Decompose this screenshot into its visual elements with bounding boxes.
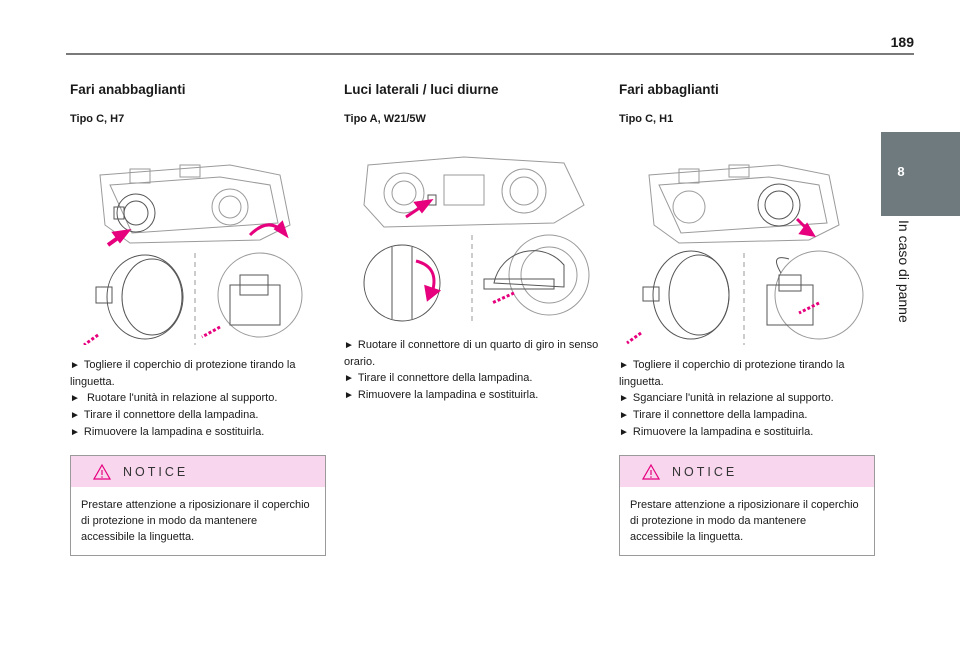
section-side-lights: Luci laterali / luci diurne Tipo A, W21/… (344, 82, 600, 404)
arrow-icon: ► (344, 373, 354, 384)
section-subtitle: Tipo C, H7 (70, 113, 125, 125)
arrow-icon: ► (619, 427, 629, 438)
arrow-icon: ► (70, 360, 80, 371)
instruction-step: ►Togliere il coperchio di protezione tir… (70, 357, 326, 390)
step-text: Sganciare l'unità in relazione al suppor… (632, 392, 834, 404)
step-text: Ruotare l'unità in relazione al supporto… (83, 392, 278, 404)
notice-box: NOTICE Prestare attenzione a riposiziona… (70, 455, 326, 556)
notice-box: NOTICE Prestare attenzione a riposiziona… (619, 455, 875, 556)
instruction-step: ►Ruotare il connettore di un quarto di g… (344, 337, 600, 370)
notice-header: NOTICE (71, 456, 325, 487)
notice-text: Prestare attenzione a riposizionare il c… (630, 499, 859, 543)
notice-header: NOTICE (620, 456, 874, 487)
instruction-list: ►Ruotare il connettore di un quarto di g… (344, 337, 600, 404)
page-number: 189 (890, 34, 914, 50)
section-subtitle: Tipo A, W21/5W (344, 113, 426, 125)
chapter-title: In caso di panne (896, 220, 912, 323)
notice-text: Prestare attenzione a riposizionare il c… (81, 499, 310, 543)
chapter-number: 8 (897, 164, 905, 179)
warning-triangle-icon (93, 463, 111, 480)
instruction-step: ►Rimuovere la lampadina e sostituirla. (70, 424, 326, 441)
instruction-list: ►Togliere il coperchio di protezione tir… (619, 357, 875, 441)
arrow-icon: ► (344, 390, 354, 401)
step-text: Tirare il connettore della lampadina. (83, 409, 259, 421)
notice-title: NOTICE (123, 464, 189, 479)
arrow-icon: ► (70, 427, 80, 438)
arrow-icon: ► (344, 340, 354, 351)
arrow-icon: ► (619, 410, 629, 421)
instruction-step: ► Ruotare l'unità in relazione al suppor… (70, 390, 326, 407)
section-title: Fari abbaglianti (619, 82, 719, 97)
instruction-step: ►Sganciare l'unità in relazione al suppo… (619, 390, 875, 407)
instruction-step: ►Rimuovere la lampadina e sostituirla. (619, 424, 875, 441)
step-text: Rimuovere la lampadina e sostituirla. (83, 426, 265, 438)
section-title: Luci laterali / luci diurne (344, 82, 499, 97)
instruction-step: ►Tirare il connettore della lampadina. (70, 407, 326, 424)
low-beam-bulb-illustration (83, 164, 303, 345)
step-text: Tirare il connettore della lampadina. (632, 409, 808, 421)
step-text: Rimuovere la lampadina e sostituirla. (357, 389, 539, 401)
chapter-tab[interactable] (881, 132, 960, 216)
step-text: Togliere il coperchio di protezione tira… (70, 359, 296, 388)
high-beam-bulb-illustration (626, 164, 864, 345)
side-light-bulb-illustration (363, 156, 590, 325)
arrow-icon: ► (619, 393, 629, 404)
arrow-icon: ► (619, 360, 629, 371)
warning-triangle-icon (642, 463, 660, 480)
step-text: Ruotare il connettore di un quarto di gi… (344, 339, 599, 368)
section-title: Fari anabbaglianti (70, 82, 186, 97)
header-rule (66, 53, 914, 55)
section-low-beam: Fari anabbaglianti Tipo C, H7 (70, 82, 326, 556)
instruction-list: ►Togliere il coperchio di protezione tir… (70, 357, 326, 441)
arrow-icon: ► (70, 393, 80, 404)
notice-title: NOTICE (672, 464, 738, 479)
instruction-step: ►Rimuovere la lampadina e sostituirla. (344, 387, 600, 404)
section-subtitle: Tipo C, H1 (619, 113, 674, 125)
step-text: Rimuovere la lampadina e sostituirla. (632, 426, 814, 438)
arrow-icon: ► (70, 410, 80, 421)
instruction-step: ►Togliere il coperchio di protezione tir… (619, 357, 875, 390)
step-text: Tirare il connettore della lampadina. (357, 372, 533, 384)
instruction-step: ►Tirare il connettore della lampadina. (344, 370, 600, 387)
section-high-beam: Fari abbaglianti Tipo C, H1 ►Tog (619, 82, 875, 556)
step-text: Togliere il coperchio di protezione tira… (619, 359, 845, 388)
instruction-step: ►Tirare il connettore della lampadina. (619, 407, 875, 424)
